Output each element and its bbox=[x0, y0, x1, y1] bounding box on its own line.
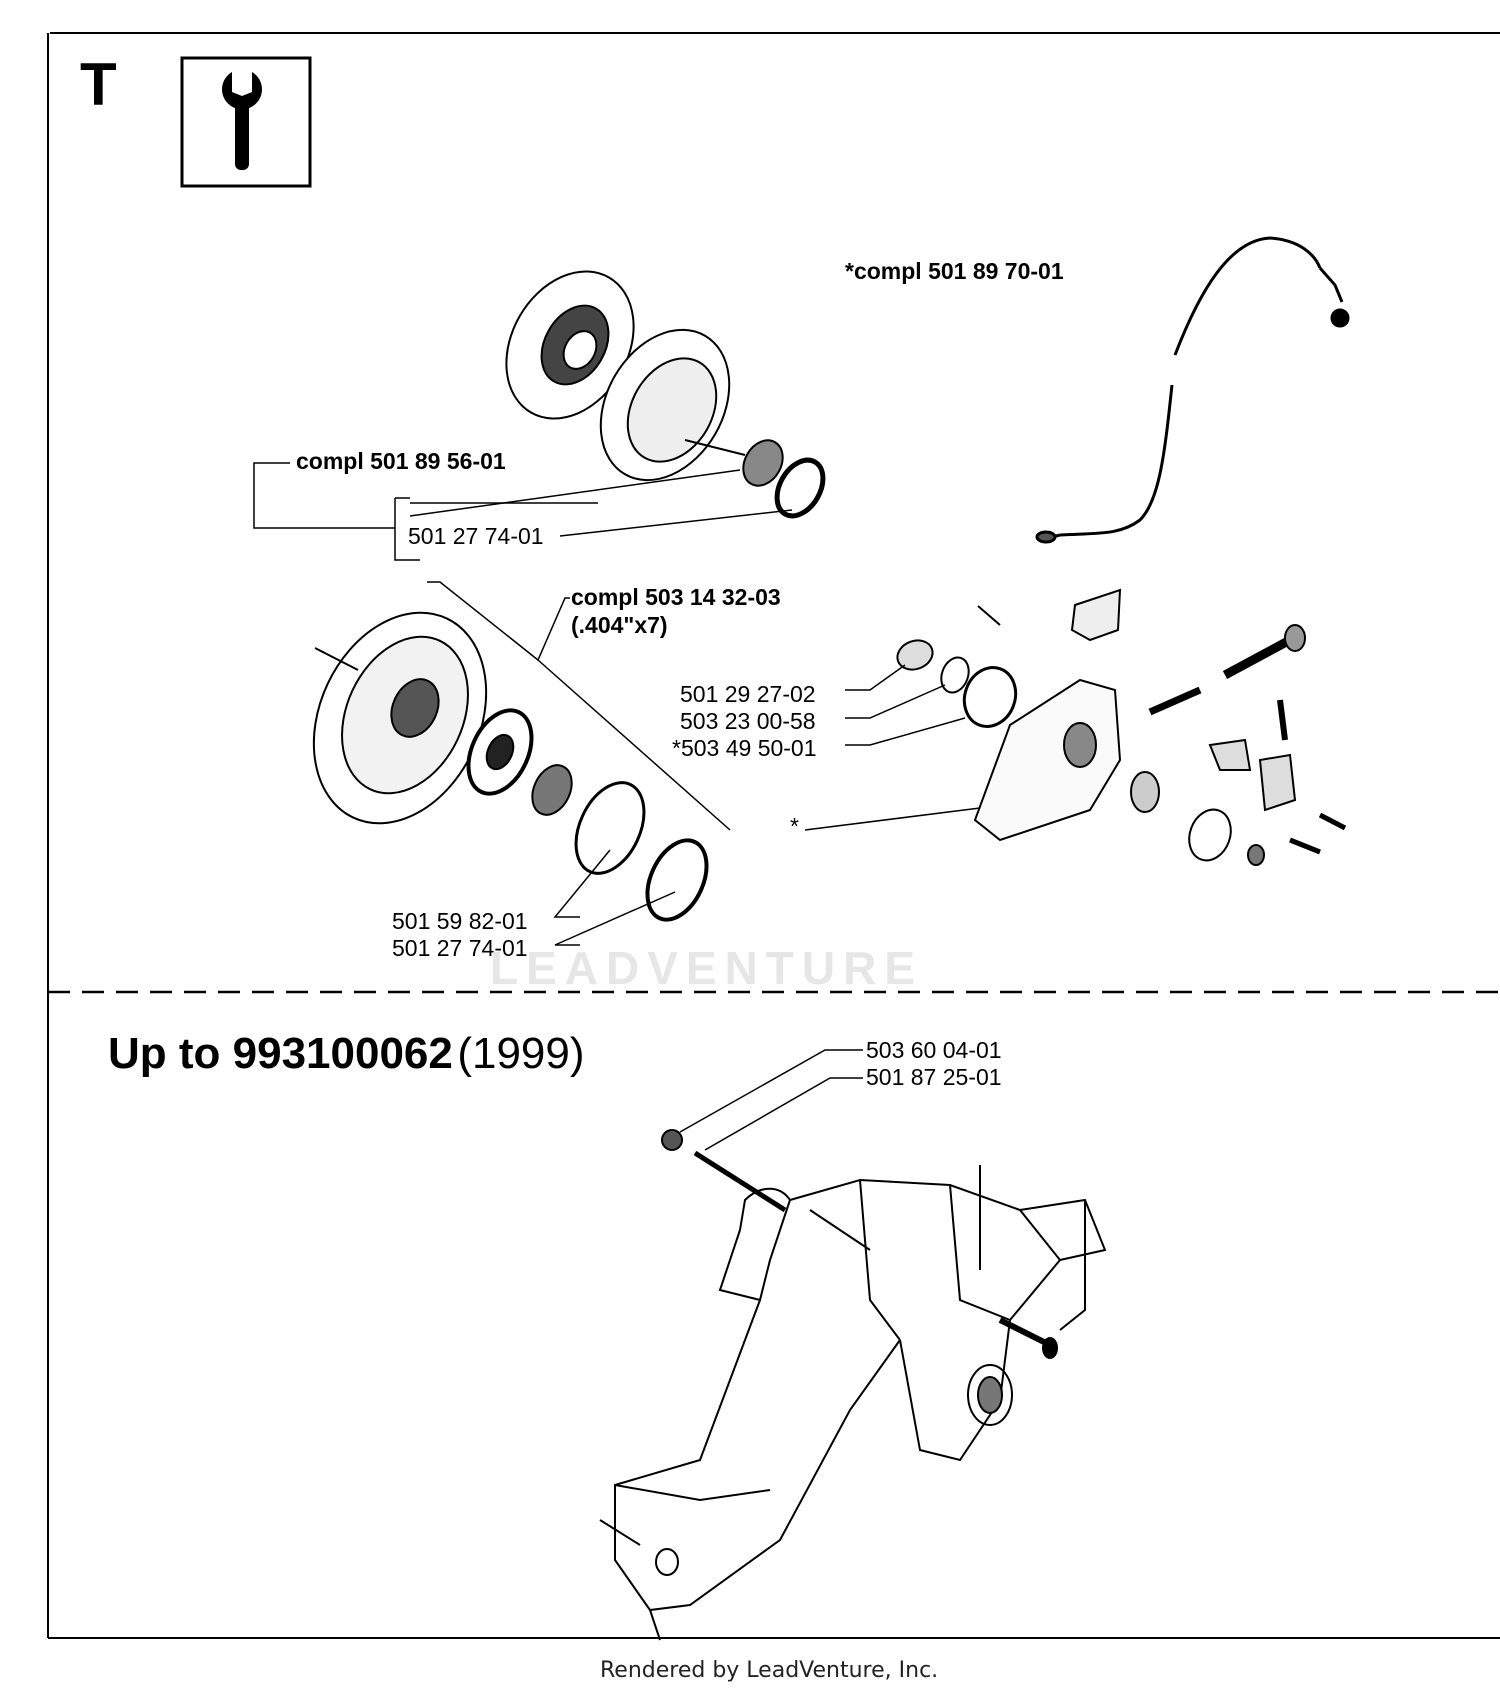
clutch-assembly-drawing bbox=[505, 270, 826, 519]
clutch-callout-lines bbox=[253, 462, 793, 561]
callout-housing-part-b: 501 87 25-01 bbox=[866, 1064, 1002, 1090]
oil-pump-callout-lines bbox=[804, 664, 981, 831]
serial-year: (1999) bbox=[457, 1029, 585, 1078]
page-frame bbox=[47, 32, 1500, 1639]
cable-drawing bbox=[1035, 236, 1350, 544]
housing-drawing bbox=[599, 1129, 1107, 1641]
callout-drum-compl: compl 503 14 32-03 bbox=[571, 584, 781, 610]
callout-clutch-compl: compl 501 89 56-01 bbox=[296, 448, 506, 474]
callout-clutch-washer: 501 27 74-01 bbox=[408, 523, 544, 549]
callout-cable-compl: *compl 501 89 70-01 bbox=[845, 258, 1064, 284]
callout-drum-washer-2: 501 27 74-01 bbox=[392, 935, 528, 961]
wrench-icon bbox=[180, 56, 312, 188]
drum-callout-lines bbox=[427, 581, 731, 946]
oil-pump-drawing bbox=[896, 588, 1347, 866]
serial-range: Up to 993100062 (1999) bbox=[108, 1032, 585, 1076]
callout-oil-part-1: 501 29 27-02 bbox=[680, 681, 816, 707]
watermark: LEADVENTURE bbox=[490, 942, 924, 994]
callout-oil-part-3: *503 49 50-01 bbox=[672, 735, 817, 761]
callout-oil-part-2: 503 23 00-58 bbox=[680, 708, 816, 734]
drum-assembly-drawing bbox=[312, 611, 709, 922]
housing-callout-lines bbox=[679, 1049, 863, 1151]
serial-bold: Up to 993100062 bbox=[108, 1029, 453, 1078]
section-letter: T bbox=[80, 51, 117, 118]
callout-drum-spec: (.404"x7) bbox=[571, 612, 668, 638]
callout-oil-pump-star: * bbox=[790, 813, 799, 839]
footer-credit: Rendered by LeadVenture, Inc. bbox=[600, 1658, 939, 1683]
callout-housing-part-a: 503 60 04-01 bbox=[866, 1037, 1002, 1063]
callout-drum-washer-1: 501 59 82-01 bbox=[392, 908, 528, 934]
